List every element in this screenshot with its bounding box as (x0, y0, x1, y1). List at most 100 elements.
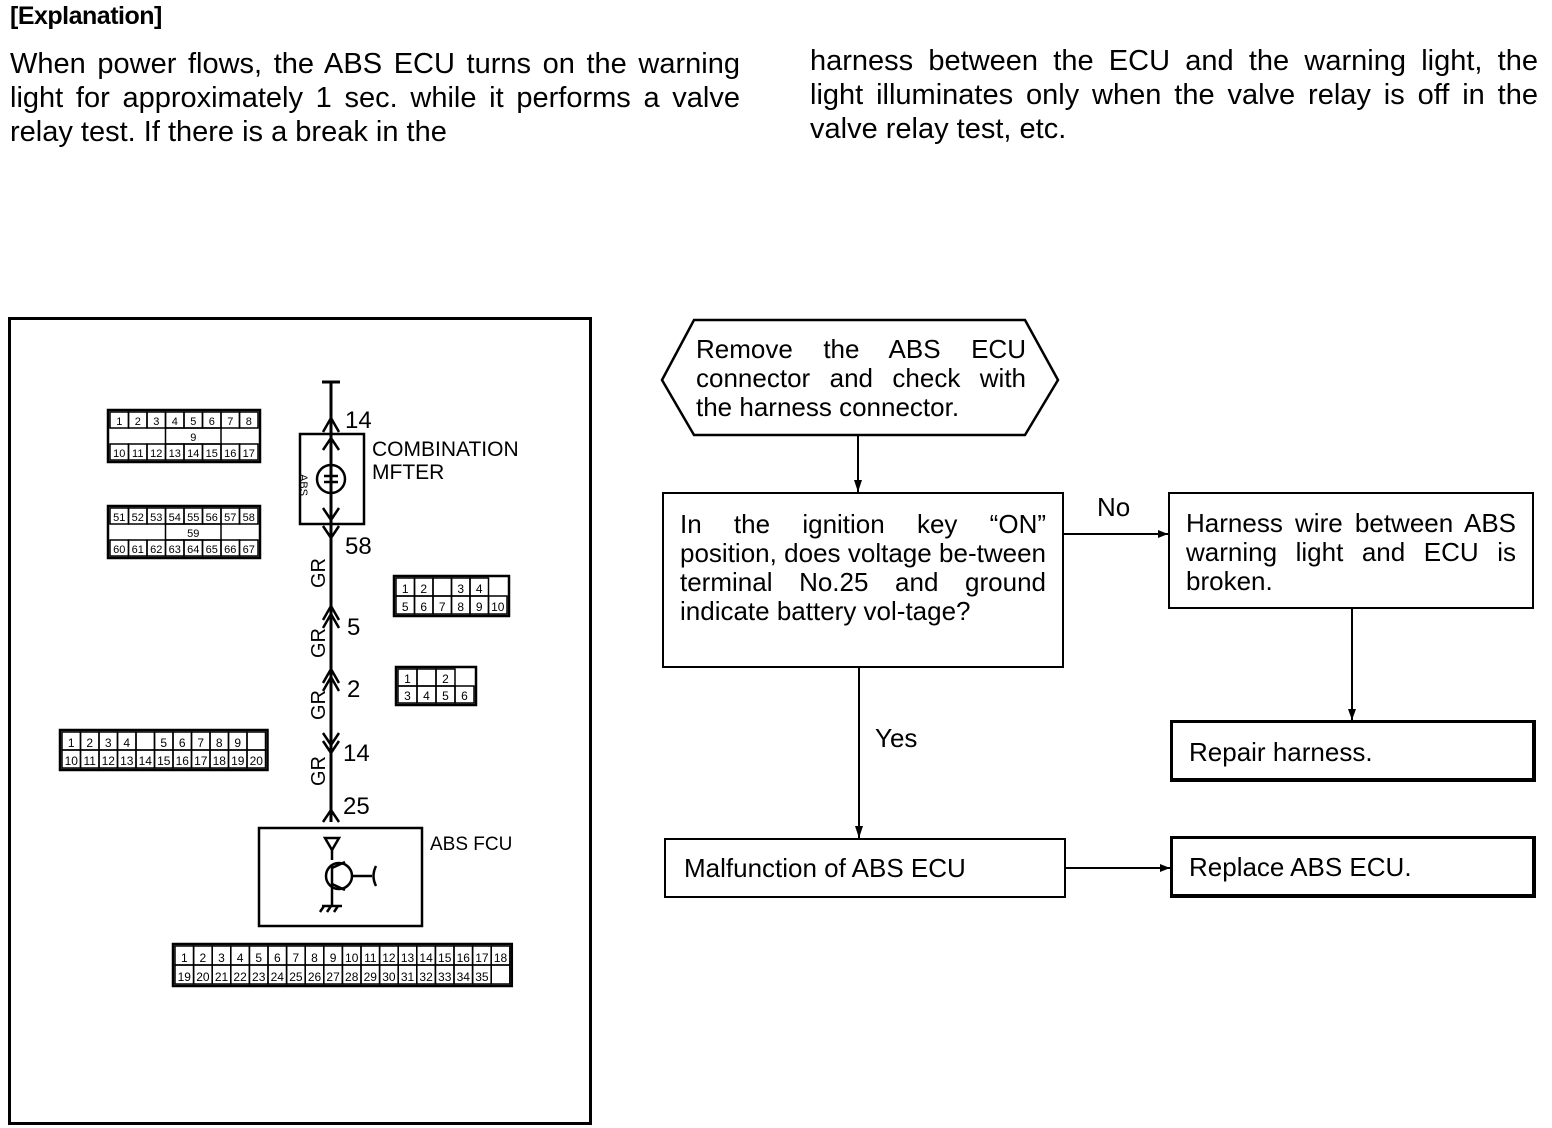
pin-number: 9 (330, 951, 337, 965)
connector-pin: 10 (109, 443, 130, 461)
pin-number: 14 (139, 754, 153, 768)
pin-number: 19 (231, 754, 245, 768)
arrow-head (1348, 709, 1356, 720)
connector-pin: 11 (127, 443, 148, 461)
pin-number: 55 (187, 512, 199, 524)
pin-number: 15 (157, 754, 171, 768)
connector-mark-58 (321, 525, 341, 541)
connector-pin: 6 (454, 685, 475, 704)
connector-pin: 21 (211, 964, 232, 985)
pin-number: 8 (246, 416, 252, 428)
connector-pin: 5 (395, 595, 416, 615)
repair-harness-text: Repair harness. (1189, 737, 1373, 767)
connector-pin: 55 (183, 507, 204, 525)
connector-pin: 8 (304, 945, 325, 966)
connector-pin (135, 731, 156, 751)
pin-number: 60 (113, 544, 125, 556)
connector-pin: 57 (220, 507, 241, 525)
pin-number: 2 (442, 672, 449, 686)
connector-pin: 8 (238, 411, 259, 429)
pin-number: 31 (401, 970, 415, 984)
pin-number: 3 (457, 582, 464, 596)
connector-pin: 15 (201, 443, 222, 461)
pin-number: 11 (364, 951, 377, 965)
pin-number: 51 (113, 512, 125, 524)
connector-pin: 5 (153, 731, 174, 751)
pin-number: 20 (250, 754, 264, 768)
connector-pin: 18 (490, 945, 511, 966)
wire-color-label: GR (308, 690, 330, 720)
pin-number: 13 (120, 754, 134, 768)
pin-number: 35 (475, 970, 489, 984)
connector-pin: 66 (220, 539, 241, 557)
pin-number: 11 (132, 448, 143, 460)
connector-pin: 54 (164, 507, 185, 525)
connector-pin: 33 (434, 964, 455, 985)
connector-mark-25 (321, 807, 341, 823)
pin-number: 6 (179, 736, 186, 750)
connector-pin: 3 (146, 411, 167, 429)
connector-pin: 3 (98, 731, 119, 751)
connector-pin: 65 (201, 539, 222, 557)
connector-pin: 51 (109, 507, 130, 525)
connector-pin: 23 (248, 964, 269, 985)
replace-ecu-text: Replace ABS ECU. (1189, 852, 1412, 882)
pin-number: 6 (420, 600, 427, 614)
pin-number: 10 (345, 951, 359, 965)
pin-number: 8 (216, 736, 223, 750)
connector-pin: 14 (135, 749, 156, 769)
pin-number: 21 (215, 970, 229, 984)
pin-number: 32 (419, 970, 433, 984)
connector-pin: 3 (211, 945, 232, 966)
pin-number: 16 (457, 951, 471, 965)
connector-pin (246, 731, 267, 751)
connector-pin: 14 (416, 945, 437, 966)
pin-number: 17 (243, 448, 255, 460)
wire-color-label: GR (308, 558, 330, 588)
pin-number: 6 (209, 416, 215, 428)
connector-pin: 17 (190, 749, 211, 769)
pin-number: 61 (132, 544, 144, 556)
pin-number: 16 (176, 754, 190, 768)
arrow-head (1158, 530, 1168, 538)
pin-number: 4 (123, 736, 130, 750)
connector-pin: 5 (435, 685, 456, 704)
lamp-label: ABS (297, 474, 309, 496)
pin-number: 18 (213, 754, 227, 768)
pin-number: 8 (311, 951, 318, 965)
connector-pin: 53 (146, 507, 167, 525)
pin-number: 5 (190, 416, 196, 428)
connector-pin: 2 (127, 411, 148, 429)
pin-number: 13 (401, 951, 415, 965)
connector-pin: 62 (146, 539, 167, 557)
connector-mark-2 (321, 666, 341, 692)
connector-mark-14 (321, 732, 341, 756)
pin-number: 26 (308, 970, 322, 984)
pin-number: 14 (419, 951, 433, 965)
connector-mark-5 (321, 603, 341, 629)
connector-mark-14-top (321, 415, 341, 433)
pin-number: 22 (233, 970, 247, 984)
pin-number: 4 (172, 416, 178, 428)
pin-number: 16 (224, 448, 236, 460)
connector-pin: 1 (109, 411, 130, 429)
pin-number: 64 (187, 544, 199, 556)
pin-number: 10 (113, 448, 125, 460)
pin-number: 54 (169, 512, 181, 524)
yes-label: Yes (875, 723, 918, 753)
connector-pin: 7 (190, 731, 211, 751)
combination-meter-box (298, 432, 366, 526)
pin-number: 5 (160, 736, 167, 750)
pin-number: 30 (382, 970, 396, 984)
connector-pin: 61 (127, 539, 148, 557)
pin-number: 67 (243, 544, 255, 556)
wire-color-label: GR (308, 756, 330, 786)
connector-pin: 13 (116, 749, 137, 769)
connector-pin: 7 (285, 945, 306, 966)
pin-number: 4 (476, 582, 483, 596)
explanation-text-left: When power flows, the ABS ECU turns on t… (10, 48, 740, 148)
connector-pin: 30 (378, 964, 399, 985)
pin-number: 15 (438, 951, 452, 965)
